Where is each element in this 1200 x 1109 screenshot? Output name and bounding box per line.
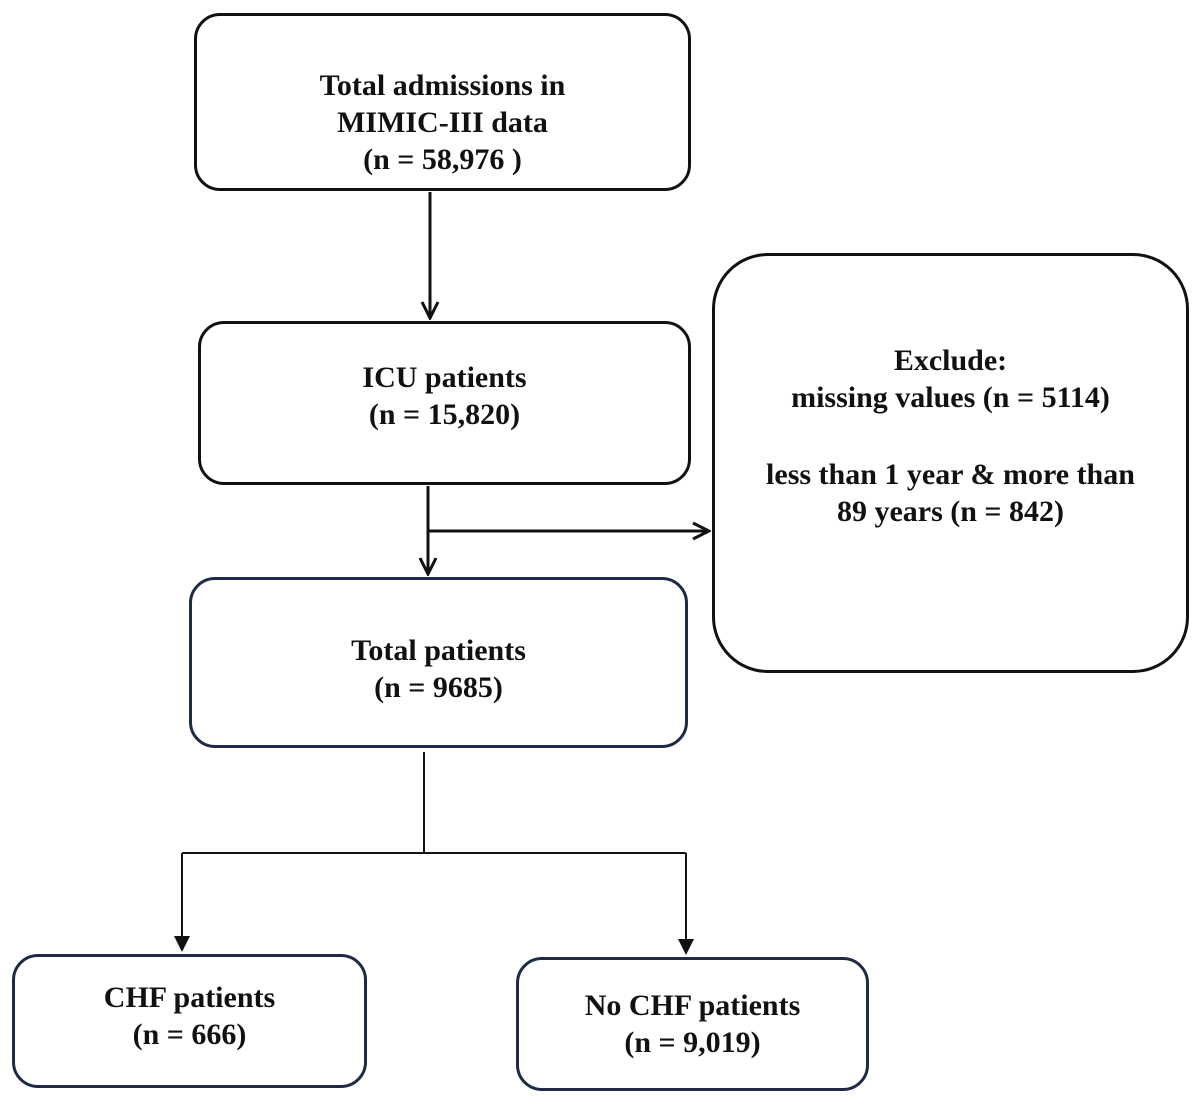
total-patients-box: Total patients (n = 9685) [189, 577, 688, 748]
exclude-heading: Exclude: [893, 344, 1008, 377]
no-chf-patients-box: No CHF patients (n = 9,019) [516, 957, 869, 1091]
chf-patients-box: CHF patients (n = 666) [12, 954, 367, 1088]
icu-patients-label: ICU patients [362, 361, 527, 394]
exclude-missing-values: missing values (n = 5114) [791, 381, 1110, 414]
exclude-age-line-2: 89 years (n = 842) [836, 495, 1065, 528]
icu-patients-count: (n = 15,820) [368, 398, 521, 431]
total-patients-label: Total patients [351, 634, 526, 667]
total-admissions-line-2: MIMIC-III data [337, 106, 548, 139]
chf-patients-label: CHF patients [103, 981, 276, 1014]
chf-patients-count: (n = 666) [132, 1018, 247, 1051]
icu-patients-box: ICU patients (n = 15,820) [198, 321, 691, 485]
total-admissions-line-1: Total admissions in [319, 69, 566, 102]
no-chf-patients-count: (n = 9,019) [624, 1026, 761, 1059]
total-admissions-box: Total admissions in MIMIC-III data (n = … [194, 13, 691, 191]
total-admissions-count: (n = 58,976 ) [363, 143, 522, 176]
exclusion-box: Exclude: missing values (n = 5114) less … [712, 253, 1189, 673]
no-chf-patients-label: No CHF patients [584, 989, 801, 1022]
total-patients-count: (n = 9685) [374, 671, 503, 704]
exclude-age-line-1: less than 1 year & more than [766, 458, 1135, 491]
